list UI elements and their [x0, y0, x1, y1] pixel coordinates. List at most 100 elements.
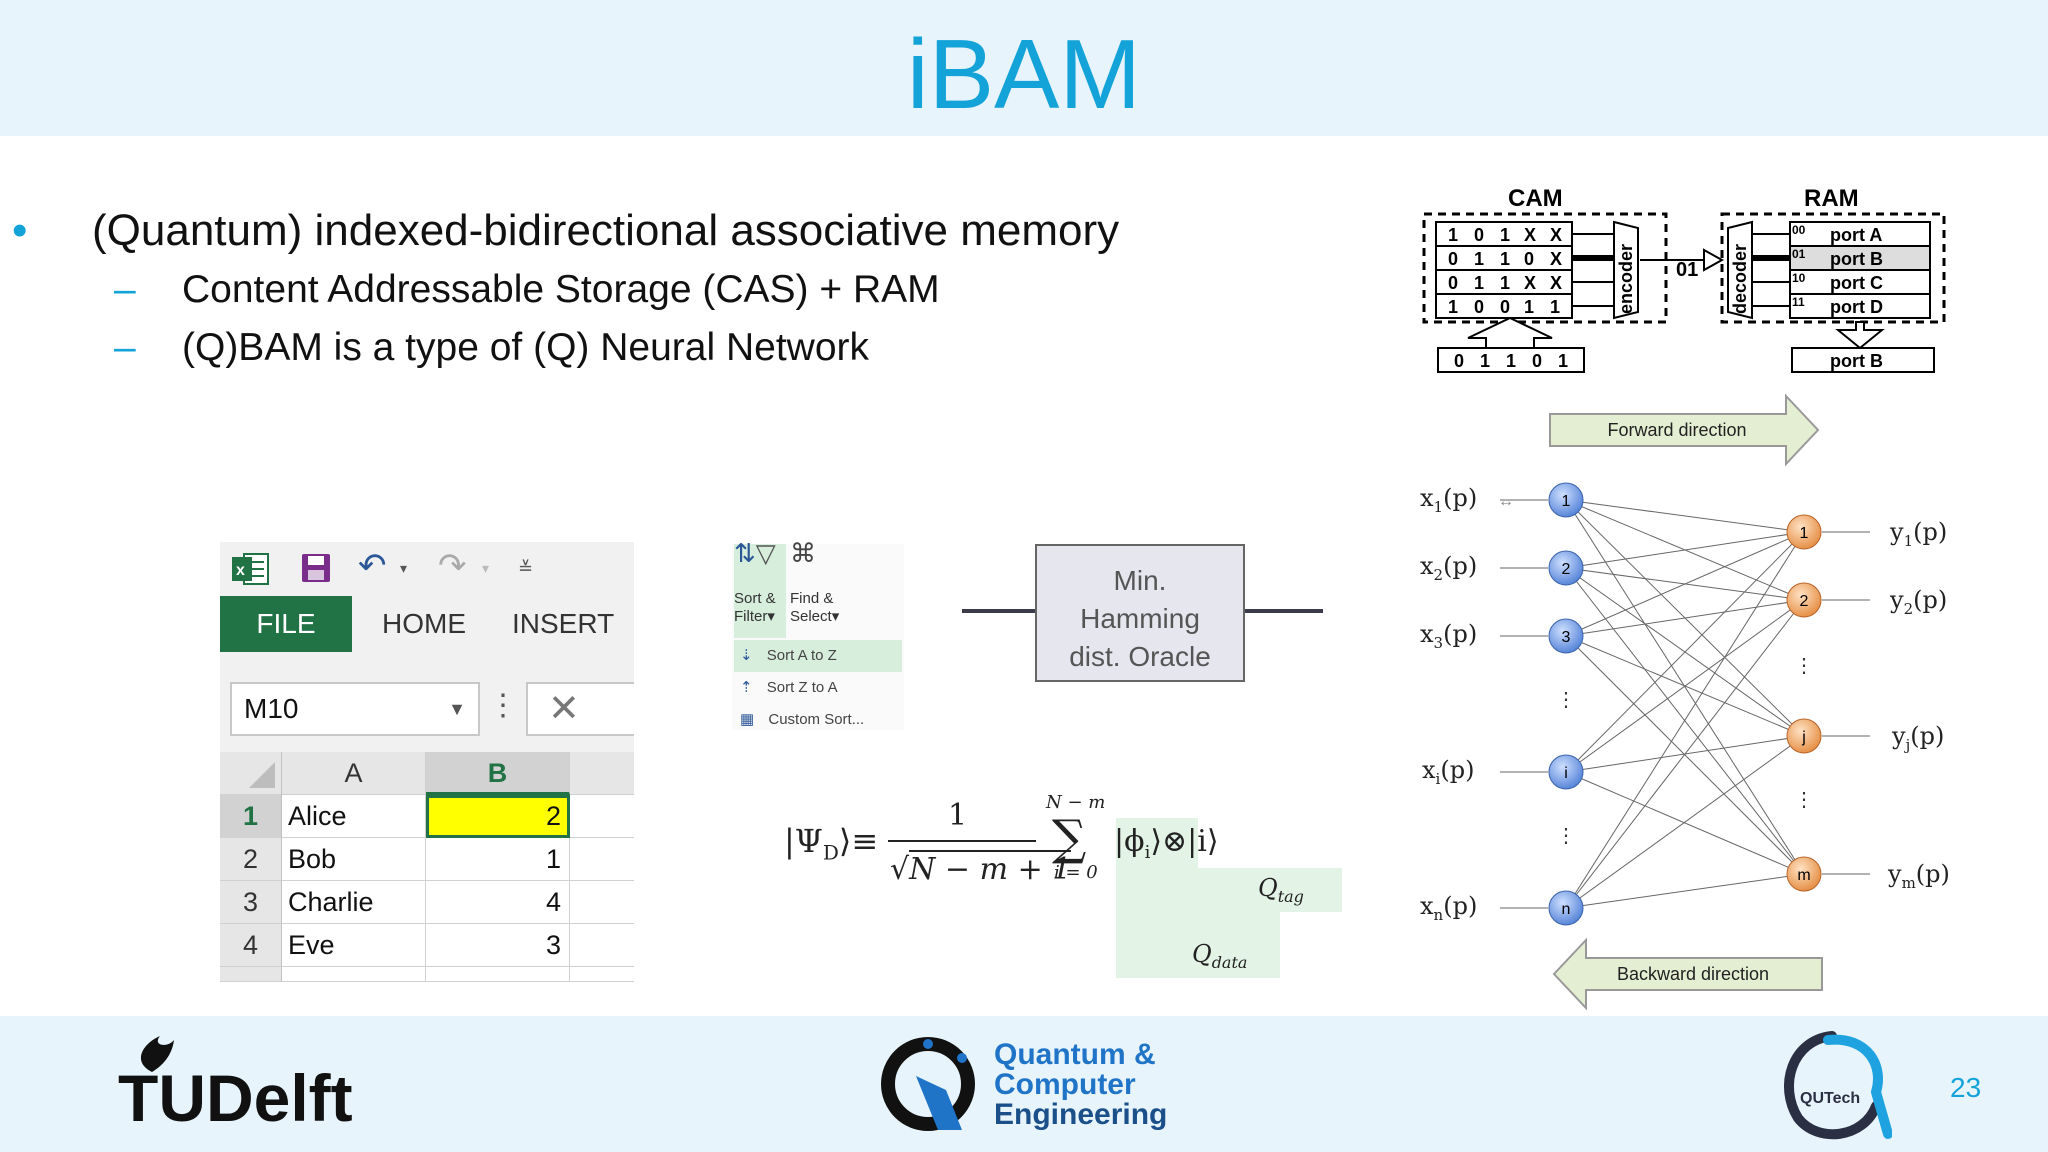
- output-label-y2: y2(p): [1890, 586, 1948, 618]
- sort-filter-label-2: Filter: [734, 608, 768, 625]
- slide-footer: [0, 1016, 2048, 1152]
- binoculars-icon: ⌘: [790, 538, 816, 568]
- menu-item-custom-sort[interactable]: ▦ Custom Sort...: [734, 704, 902, 736]
- cell-c5[interactable]: [570, 967, 634, 982]
- redo-icon[interactable]: ↷: [438, 547, 467, 585]
- forward-direction-label: Forward direction: [1607, 420, 1747, 440]
- input-node-label: i: [1564, 765, 1568, 782]
- cell-b5[interactable]: [426, 967, 570, 982]
- formula-phi-sub: i: [1144, 842, 1151, 863]
- save-icon[interactable]: [300, 552, 332, 584]
- find-select-button[interactable]: ⌘ Find & Select▾: [790, 538, 842, 638]
- cell-b1-selected[interactable]: 2: [426, 795, 570, 838]
- bullet-sub-1: –Content Addressable Storage (CAS) + RAM: [114, 268, 940, 312]
- bam-network-diagram: ↔ 1 2 3 i n 1 2 j m ⋮ ⋮ ⋮ ⋮: [1498, 393, 1870, 1010]
- cam-bit: 0: [1474, 225, 1484, 245]
- q-data-letter: Q: [1192, 940, 1212, 968]
- slide-header: [0, 0, 2048, 136]
- output-node-label: 1: [1800, 525, 1809, 542]
- menu-item-label: Sort Z to A: [766, 679, 838, 696]
- input-node: [1548, 890, 1584, 926]
- cam-bit: 1: [1448, 297, 1458, 317]
- cell-a3[interactable]: Charlie: [282, 881, 426, 924]
- column-header-b[interactable]: B: [426, 752, 570, 795]
- tudelft-logo: TUDelft: [118, 1032, 378, 1135]
- q-data-label: Qdata: [1192, 940, 1247, 972]
- chevron-down-icon[interactable]: ▼: [448, 699, 466, 719]
- name-box-value: M10: [244, 693, 299, 724]
- output-label-yj: yj(p): [1892, 722, 1945, 754]
- cell-c4[interactable]: [570, 924, 634, 967]
- sort-filter-button[interactable]: ⇅▽ Sort & Filter▾: [734, 538, 786, 638]
- cam-bit: X: [1550, 225, 1562, 245]
- oracle-line-3: dist. Oracle: [1069, 641, 1211, 672]
- qce-logo: Quantum & Computer Engineering: [876, 1030, 1196, 1142]
- cell-a4[interactable]: Eve: [282, 924, 426, 967]
- menu-item-sort-z-a[interactable]: ⇡ Sort Z to A: [734, 672, 902, 704]
- tudelft-wordmark: TUDelft: [118, 1061, 353, 1135]
- cell-b4[interactable]: 3: [426, 924, 570, 967]
- undo-dropdown-icon[interactable]: ▾: [400, 560, 408, 576]
- cell-c3[interactable]: [570, 881, 634, 924]
- formula-phi: |ϕ: [1114, 824, 1145, 859]
- query-bit: 1: [1506, 351, 1516, 371]
- svg-text:x: x: [236, 562, 245, 579]
- cancel-entry-icon[interactable]: ✕: [526, 682, 634, 736]
- fraction-bar: [888, 840, 1036, 842]
- input-label-x2: x2(p): [1420, 552, 1478, 584]
- qutech-swirl-icon: [1784, 1031, 1892, 1140]
- undo-icon[interactable]: ↶: [358, 547, 387, 585]
- arrow-right-icon: [1703, 248, 1725, 272]
- customize-toolbar-icon[interactable]: ≚: [518, 558, 534, 578]
- tab-home[interactable]: HOME: [382, 608, 466, 639]
- table-row: 3 Charlie 4: [220, 881, 634, 924]
- cell-c1[interactable]: [570, 795, 634, 838]
- formula-equiv: ⟩≡: [838, 822, 879, 860]
- output-ellipsis: ⋮: [1794, 655, 1814, 677]
- cam-bit: 1: [1500, 249, 1510, 269]
- tab-insert[interactable]: INSERT: [512, 608, 615, 639]
- output-label-ym: ym(p): [1888, 860, 1950, 892]
- cam-bit: X: [1524, 273, 1536, 293]
- sort-asc-icon: ⇣: [740, 647, 753, 664]
- excel-snippet: x ↶ ▾ ↷ ▾ ≚ FILE HOME INSERT M10 ▼ ⋮ ✕ A…: [220, 542, 634, 982]
- qutech-wordmark: QUTech: [1800, 1090, 1861, 1107]
- cell-b3[interactable]: 4: [426, 881, 570, 924]
- sum-sign-icon: ∑: [1052, 810, 1087, 866]
- q-tag-label: Qtag: [1258, 874, 1304, 906]
- oracle-line-1: Min.: [1113, 565, 1167, 596]
- cell-b2[interactable]: 1: [426, 838, 570, 881]
- redo-dropdown-icon[interactable]: ▾: [482, 560, 490, 576]
- row-header[interactable]: 1: [220, 795, 282, 838]
- row-header[interactable]: 3: [220, 881, 282, 924]
- more-icon[interactable]: ⋮: [488, 689, 518, 722]
- column-header-c[interactable]: [570, 752, 634, 795]
- menu-item-sort-a-z[interactable]: ⇣ Sort A to Z: [734, 640, 902, 672]
- name-box[interactable]: M10 ▼: [230, 682, 480, 736]
- cell-a2[interactable]: Bob: [282, 838, 426, 881]
- query-bit: 1: [1480, 351, 1490, 371]
- ram-title: RAM: [1804, 185, 1859, 212]
- query-bit: 1: [1558, 351, 1568, 371]
- cell-a1[interactable]: Alice: [282, 795, 426, 838]
- ribbon-tabs: FILE HOME INSERT: [220, 596, 634, 652]
- output-node: [1786, 514, 1822, 550]
- query-bit: 0: [1454, 351, 1464, 371]
- tab-file[interactable]: FILE: [220, 596, 352, 652]
- select-all-corner[interactable]: [220, 752, 282, 795]
- row-header[interactable]: 4: [220, 924, 282, 967]
- cam-bit: 0: [1448, 273, 1458, 293]
- output-label-y1: y1(p): [1890, 518, 1948, 550]
- sort-filter-icon: ⇅▽: [734, 538, 776, 568]
- input-node: [1548, 754, 1584, 790]
- qce-line-1: Quantum &: [994, 1038, 1156, 1071]
- cell-c2[interactable]: [570, 838, 634, 881]
- cam-border: [1422, 212, 1668, 324]
- q-data-sub: data: [1211, 952, 1248, 972]
- row-header[interactable]: 2: [220, 838, 282, 881]
- cell-a5[interactable]: [282, 967, 426, 982]
- page-number: 23: [1950, 1072, 1982, 1103]
- cam-ram-diagram: CAM RAM 1 0 1 X X 0 1 1 0 X 0 1 1 X X 1 …: [1422, 185, 1946, 373]
- column-header-a[interactable]: A: [282, 752, 426, 795]
- address-label: 01: [1676, 259, 1698, 281]
